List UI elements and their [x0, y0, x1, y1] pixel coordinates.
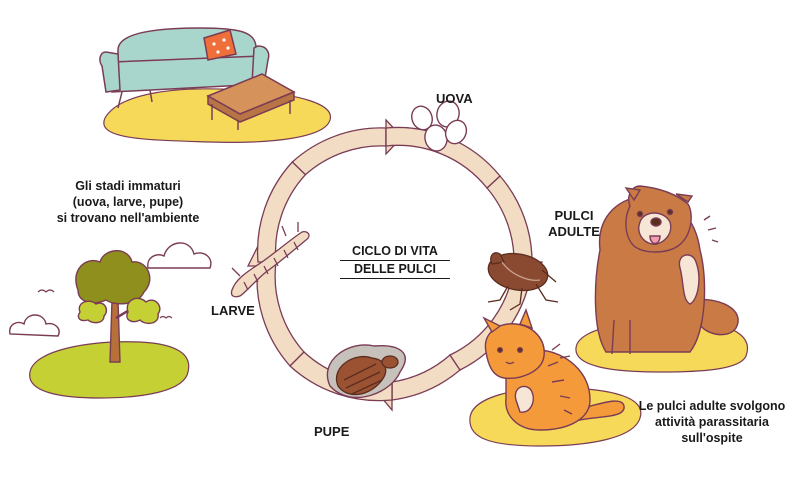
grass-patch: [29, 341, 190, 399]
outdoor-tree-illustration: [9, 242, 212, 399]
tree-bush: [126, 297, 161, 325]
orange-cushion: [203, 29, 237, 61]
environment-note-line: Gli stadi immaturi: [75, 179, 181, 193]
adult-flea-icon: [487, 252, 559, 311]
host-note-line: attività parassitaria: [655, 415, 769, 429]
environment-note: Gli stadi immaturi (uova, larve, pupe) s…: [30, 178, 226, 226]
environment-note-line: (uova, larve, pupe): [72, 195, 184, 209]
stage-label-larvae: LARVE: [211, 303, 255, 318]
flea-pupa-icon: [326, 344, 406, 399]
stage-label-adults-line-2: ADULTE: [548, 224, 600, 239]
bird-icon: [37, 289, 55, 293]
host-note: Le pulci adulte svolgono attività parass…: [624, 398, 800, 446]
cloud-icon: [147, 242, 212, 269]
diagram-title-line-2: DELLE PULCI: [340, 261, 450, 279]
diagram-title-line-1: CICLO DI VITA: [340, 243, 450, 261]
living-room-illustration: [99, 27, 331, 143]
cloud-icon: [9, 314, 60, 337]
tree-bush: [77, 300, 108, 324]
stage-label-adults-line-1: PULCI: [554, 208, 594, 223]
bird-icon: [159, 315, 173, 319]
diagram-title: CICLO DI VITA DELLE PULCI: [340, 243, 450, 279]
cat-illustration: [469, 308, 642, 447]
host-note-line: Le pulci adulte svolgono: [638, 399, 786, 413]
stage-label-pupae: PUPE: [314, 424, 350, 439]
tree-canopy: [75, 250, 151, 305]
host-note-line: sull'ospite: [681, 431, 743, 445]
flea-larva-icon: [230, 222, 310, 298]
dog-illustration: [575, 185, 748, 373]
environment-note-line: si trovano nell'ambiente: [56, 211, 200, 225]
sofa: [99, 27, 270, 109]
cat: [482, 308, 625, 431]
stage-label-adults: PULCI ADULTE: [544, 208, 604, 240]
dog: [594, 185, 739, 355]
flea-eggs-icon: [411, 100, 468, 152]
tree-trunk: [109, 299, 121, 363]
coffee-table: [206, 73, 296, 130]
stage-label-eggs: UOVA: [436, 91, 473, 106]
